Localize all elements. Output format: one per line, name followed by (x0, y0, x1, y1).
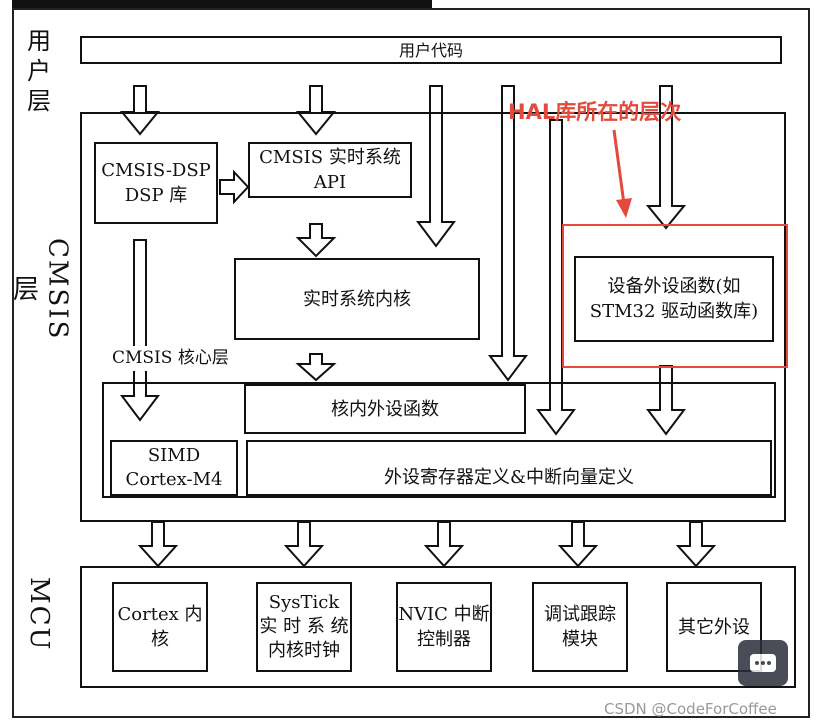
mcu-block-line: SysTick (268, 592, 340, 613)
outer-frame (12, 8, 810, 718)
device-periph-line2: STM32 驱动函数库) (589, 301, 759, 322)
mcu-block-line: 控制器 (417, 629, 471, 650)
mcu-block-line: Cortex 内 (117, 604, 203, 625)
chat-icon[interactable] (738, 640, 788, 686)
mcu-block-line: 调试跟踪 (544, 604, 616, 625)
arrow-down (295, 223, 337, 258)
arrow-down (295, 353, 337, 382)
layer-label-mcu: MCU (24, 576, 54, 652)
layer-label-user: 用户层 (27, 27, 51, 115)
mcu-block-line: 核 (151, 629, 169, 650)
cmsis-rtos-title: CMSIS 实时系统 (259, 147, 401, 168)
simd-box: SIMD Cortex-M4 (110, 440, 238, 496)
device-periph-line1: 设备外设函数(如 (607, 276, 741, 297)
core-layer-label: CMSIS 核心层 (112, 346, 252, 371)
chat-icon-glyph (750, 654, 776, 672)
mcu-layer-box (80, 566, 796, 688)
arrow-down (423, 521, 465, 568)
arrow-down (283, 521, 325, 568)
periph-register-box: 外设寄存器定义&中断向量定义 (246, 440, 772, 496)
layer-label-mcu-wrap: MCU (16, 574, 62, 654)
csdn-watermark: CSDN @CodeForCoffee (604, 700, 777, 718)
arrow-down (120, 239, 160, 422)
cmsis-dsp-subtitle: DSP 库 (124, 185, 188, 206)
mcu-block-line: 内核时钟 (268, 640, 340, 661)
top-cropped-title-strip (12, 0, 432, 8)
arrow-down (416, 85, 456, 248)
annotation-arrow (612, 129, 632, 218)
device-periph-box: 设备外设函数(如 STM32 驱动函数库) (574, 256, 774, 342)
simd-subtitle: Cortex-M4 (125, 469, 223, 490)
arrow-down (645, 85, 687, 230)
arrow-down (557, 521, 599, 568)
mcu-block-line: NVIC 中断 (398, 604, 490, 625)
user-code-box: 用户代码 (80, 36, 782, 64)
layer-label-cmsis: CMSIS层 (8, 237, 73, 341)
cmsis-rtos-subtitle: API (313, 172, 347, 193)
simd-title: SIMD (147, 445, 201, 466)
rtos-kernel-box: 实时系统内核 (234, 258, 480, 340)
mcu-block-nvic: NVIC 中断 控制器 (396, 582, 492, 672)
hal-highlight-frame (562, 224, 788, 368)
cmsis-layer-box (80, 112, 786, 522)
cmsis-dsp-title: CMSIS-DSP (101, 160, 211, 181)
mcu-block-systick: SysTick 实 时 系 统 内核时钟 (256, 582, 352, 672)
arrow-down (646, 365, 686, 436)
mcu-block-line: 实 时 系 统 (259, 616, 349, 637)
core-layer-box (102, 382, 776, 498)
arrow-down (137, 521, 179, 568)
cmsis-dsp-box: CMSIS-DSP DSP 库 (94, 142, 218, 224)
cmsis-rtos-api-box: CMSIS 实时系统 API (248, 142, 412, 198)
layer-label-cmsis-wrap: CMSIS层 (9, 224, 73, 354)
arrow-down (675, 521, 717, 568)
core-periph-box: 核内外设函数 (244, 384, 526, 434)
arrow-right (219, 169, 250, 205)
hal-annotation: HAL库所在的层次 (508, 100, 682, 124)
mcu-block-cortex: Cortex 内 核 (112, 582, 208, 672)
mcu-block-line: 其它外设 (678, 616, 750, 638)
arrow-down (536, 119, 576, 436)
arrow-down (488, 85, 528, 382)
mcu-block-debug: 调试跟踪 模块 (532, 582, 628, 672)
mcu-block-line: 模块 (562, 629, 598, 650)
